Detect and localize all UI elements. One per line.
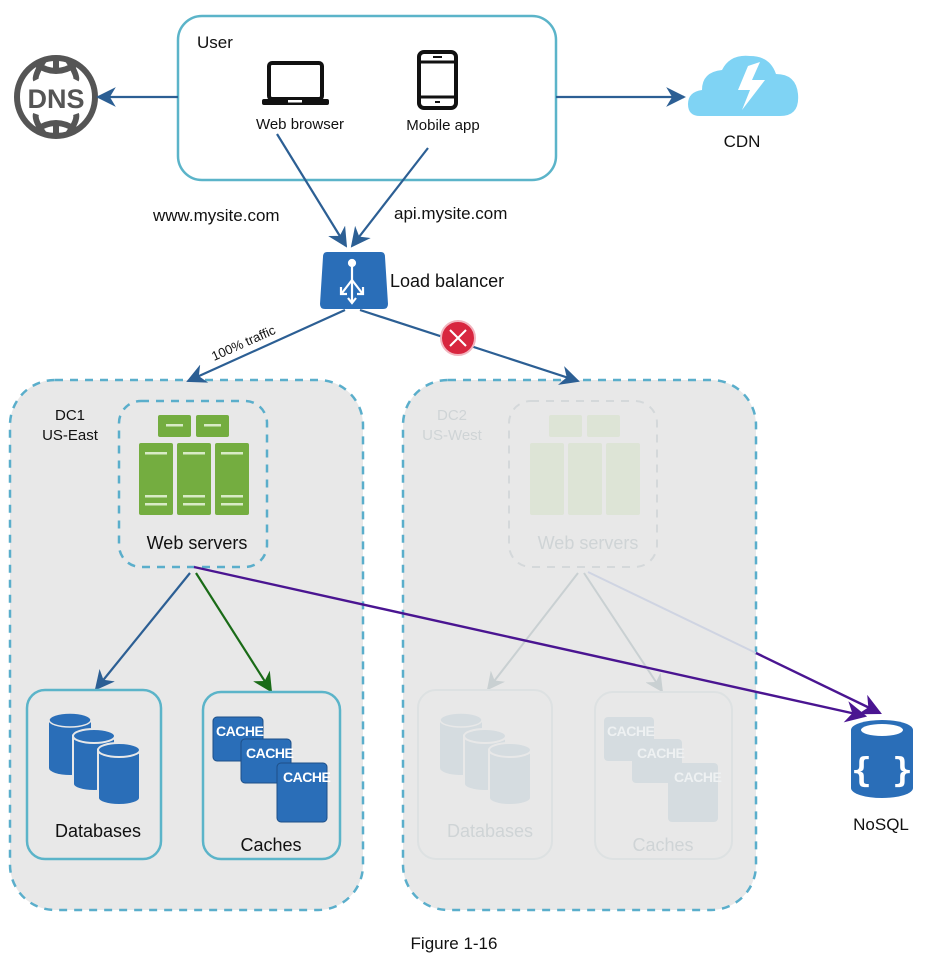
www-domain-label: www.mysite.com — [152, 206, 280, 225]
dc2-caches[interactable]: CACHE CACHE CACHE Caches — [594, 691, 733, 860]
traffic-label: 100% traffic — [209, 322, 278, 364]
dc2-web-to-nosql-line — [587, 571, 757, 654]
cdn-node[interactable]: CDN — [688, 55, 799, 151]
dc1-web-to-cache-arrow — [195, 572, 273, 693]
nosql-database-icon: { } — [851, 720, 913, 798]
mobile-app-label: Mobile app — [406, 117, 479, 134]
dc1-databases-label: Databases — [55, 821, 141, 841]
web-to-lb-arrow — [276, 133, 348, 248]
dc2-caches-label: Caches — [632, 835, 693, 855]
cdn-label: CDN — [724, 132, 761, 151]
database-icon — [439, 712, 532, 806]
dc1-region: US-East — [42, 427, 99, 444]
dc2-name: DC2 — [437, 407, 467, 424]
cache-tag: CACHE — [283, 769, 330, 785]
dc1-caches-label: Caches — [240, 835, 301, 855]
api-domain-label: api.mysite.com — [394, 204, 507, 223]
dc2-web-servers-label: Web servers — [538, 533, 639, 553]
dns-node[interactable]: DNS — [14, 55, 98, 139]
nosql-label: NoSQL — [853, 815, 909, 834]
user-box: User Web browser Mobile app — [176, 14, 558, 182]
dc2-web-to-db-arrow — [486, 572, 579, 691]
web-server-icon — [530, 415, 640, 515]
cache-icon: CACHE CACHE CACHE — [212, 716, 331, 823]
dc1-web-servers-label: Web servers — [147, 533, 248, 553]
svg-text:{ }: { } — [851, 751, 912, 791]
dc2-databases[interactable]: Databases — [417, 689, 553, 860]
dc1-databases[interactable]: Databases — [25, 688, 163, 861]
dc1: DC1 US-East — [25, 399, 342, 861]
figure-caption: Figure 1-16 — [411, 934, 498, 953]
database-icon — [48, 712, 141, 806]
load-balancer-icon — [320, 252, 388, 309]
dc1-web-to-db-arrow — [94, 572, 191, 691]
dns-label: DNS — [27, 84, 84, 114]
nosql-node[interactable]: { } NoSQL — [851, 720, 913, 834]
cache-tag: CACHE — [637, 745, 684, 761]
cache-tag: CACHE — [607, 723, 654, 739]
dc1-caches[interactable]: CACHE CACHE CACHE Caches — [201, 690, 342, 861]
dc2-region: US-West — [422, 427, 483, 444]
dc2-databases-label: Databases — [447, 821, 533, 841]
cloud-lightning-icon — [688, 55, 799, 116]
cache-tag: CACHE — [674, 769, 721, 785]
mobile-to-lb-arrow — [350, 147, 429, 248]
cache-tag: CACHE — [216, 723, 263, 739]
dc2-web-servers[interactable]: Web servers — [508, 400, 658, 568]
load-balancer-label: Load balancer — [390, 271, 504, 291]
load-balancer-node[interactable]: Load balancer — [320, 252, 504, 309]
globe-icon — [14, 55, 98, 139]
laptop-icon[interactable] — [262, 61, 329, 105]
web-browser-label: Web browser — [256, 116, 344, 133]
cache-tag: CACHE — [246, 745, 293, 761]
dc1-name: DC1 — [55, 407, 85, 424]
dc2-web-to-nosql-arrow — [755, 651, 882, 715]
user-box-title: User — [197, 33, 233, 52]
dc2: DC2 US-West Web servers — [417, 400, 757, 860]
lb-to-dc1-arrow — [186, 308, 346, 383]
error-x-icon — [440, 320, 476, 356]
dc1-web-to-nosql-arrow — [193, 565, 868, 723]
dc1-web-servers[interactable]: Web servers — [117, 399, 269, 569]
mobile-phone-icon[interactable] — [417, 50, 458, 110]
dc2-web-to-cache-arrow — [583, 572, 663, 693]
web-server-icon — [139, 415, 249, 515]
cache-icon: CACHE CACHE CACHE — [604, 717, 722, 822]
